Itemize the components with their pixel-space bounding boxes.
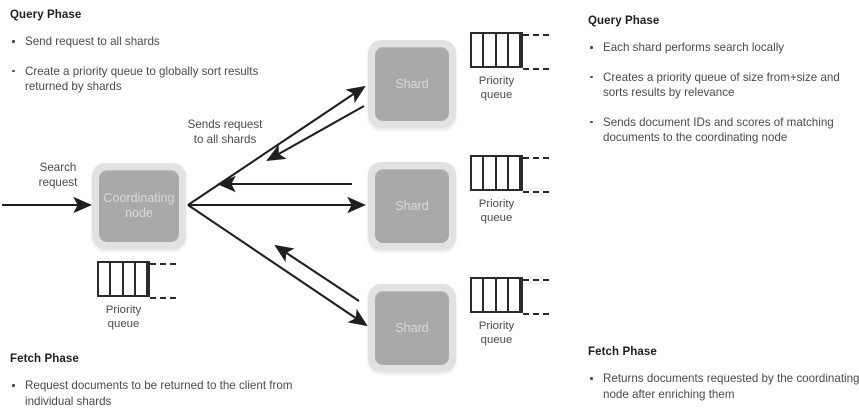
priority-queue-label: Priority queue (478, 320, 515, 346)
queue-cell (484, 279, 497, 311)
queue-cell (509, 157, 521, 189)
arrow-shard-1-to-coord (266, 105, 365, 162)
arrow-shard-3-to-coord (274, 244, 360, 302)
bullet-dot-icon (590, 75, 593, 79)
left-query-phase-panel: Query Phase Send request to all shards C… (10, 8, 282, 95)
priority-queue-cells (470, 155, 549, 193)
queue-continuation-bottom-icon (523, 191, 549, 193)
queue-cell (99, 263, 112, 295)
list-item: Create a priority queue to globally sort… (10, 64, 282, 95)
bullet-text: Returns documents requested by the coord… (603, 372, 859, 401)
list-item: Returns documents requested by the coord… (588, 371, 859, 402)
list-item: Each shard performs search locally (588, 40, 859, 56)
left-fetch-phase-title: Fetch Phase (10, 353, 79, 365)
right-query-phase-panel: Query Phase Each shard performs search l… (588, 14, 859, 146)
queue-cell (497, 279, 509, 311)
list-item: Sends document IDs and scores of matchin… (588, 115, 859, 146)
queue-continuation-bottom-icon (523, 68, 549, 70)
right-fetch-phase-bullets: Returns documents requested by the coord… (588, 371, 859, 402)
shard-node-3[interactable]: Shard (368, 284, 456, 372)
queue-cell (509, 34, 521, 66)
priority-queue-shard-1: Priority queue (470, 32, 549, 102)
bullet-text: Create a priority queue to globally sort… (25, 64, 259, 94)
priority-queue-cells (97, 261, 176, 299)
shard-node-1-label: Shard (375, 47, 449, 121)
right-fetch-phase-panel: Fetch Phase Returns documents requested … (588, 345, 859, 402)
queue-continuation-bottom-icon (523, 313, 549, 315)
queue-cell (136, 263, 148, 295)
priority-queue-label: Priority queue (478, 198, 515, 224)
queue-cell (472, 157, 485, 189)
right-fetch-phase-title: Fetch Phase (588, 346, 657, 358)
bullet-dot-icon (12, 40, 15, 43)
queue-cell (497, 157, 509, 189)
priority-queue-cells (470, 32, 549, 70)
queue-cell (124, 263, 136, 295)
coordinating-node-label: Coordinating node (99, 170, 179, 242)
queue-continuation-top-icon (523, 279, 549, 281)
shard-node-1[interactable]: Shard (368, 40, 456, 128)
coordinating-node[interactable]: Coordinating node (92, 163, 186, 249)
shard-node-3-label: Shard (375, 291, 449, 365)
list-item: Creates a priority queue of size from+si… (588, 70, 859, 101)
bullet-dot-icon (12, 384, 15, 387)
queue-cell (497, 34, 509, 66)
queue-cell (509, 279, 521, 311)
left-query-phase-title: Query Phase (10, 9, 82, 21)
priority-queue-label: Priority queue (478, 75, 515, 101)
priority-queue-shard-3: Priority queue (470, 277, 549, 347)
bullet-text: Each shard performs search locally (603, 41, 785, 54)
list-item: Send request to all shards (10, 34, 282, 50)
queue-continuation-bottom-icon (150, 297, 176, 299)
bullet-text: Sends document IDs and scores of matchin… (603, 115, 834, 145)
queue-cell (484, 34, 497, 66)
right-query-phase-bullets: Each shard performs search locally Creat… (588, 40, 859, 146)
left-query-phase-bullets: Send request to all shards Create a prio… (10, 34, 282, 95)
bullet-dot-icon (590, 120, 593, 124)
queue-continuation-top-icon (150, 263, 176, 265)
priority-queue-cells (470, 277, 549, 315)
bullet-text: Creates a priority queue of size from+si… (603, 70, 840, 100)
arrow-coord-to-shard-3 (187, 204, 368, 327)
right-query-phase-title: Query Phase (588, 15, 660, 27)
priority-queue-label: Priority queue (105, 304, 142, 330)
queue-cell (484, 157, 497, 189)
queue-cell (472, 34, 485, 66)
queue-cell (472, 279, 485, 311)
queue-continuation-top-icon (523, 157, 549, 159)
priority-queue-shard-2: Priority queue (470, 155, 549, 225)
bullet-dot-icon (590, 46, 593, 49)
priority-queue-coordinating-node: Priority queue (97, 261, 176, 331)
bullet-dot-icon (590, 377, 593, 380)
sends-request-label: Sends request to all shards (187, 118, 263, 146)
bullet-text: Send request to all shards (25, 35, 160, 48)
bullet-dot-icon (12, 69, 15, 73)
shard-node-2-label: Shard (375, 169, 449, 243)
shard-node-2[interactable]: Shard (368, 162, 456, 250)
search-request-label: Search request (38, 161, 78, 189)
queue-continuation-top-icon (523, 34, 549, 36)
queue-cell (111, 263, 124, 295)
